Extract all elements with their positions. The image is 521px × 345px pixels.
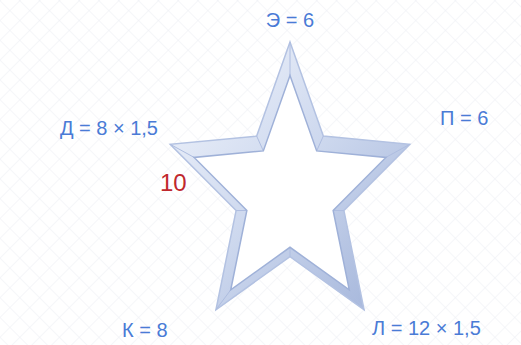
star-bevel [170, 42, 410, 310]
bevel-edge [170, 144, 194, 157]
bevel-edge [349, 290, 364, 310]
formula-label: Л = 12 × 1,5 [372, 316, 481, 340]
bevel-edge [317, 136, 324, 151]
bevel-edge [290, 247, 291, 256]
bevel-edge [216, 290, 231, 310]
formula-label: Д = 8 × 1,5 [60, 116, 158, 140]
bevel-edge [333, 210, 344, 211]
formula-label: К = 8 [122, 318, 168, 342]
formula-label: П = 6 [440, 106, 488, 130]
bevel-edge [386, 144, 410, 157]
star-shape: 10 [160, 38, 420, 314]
star-outline [160, 38, 420, 314]
center-number: 10 [160, 169, 187, 197]
bevel-edge [236, 210, 247, 211]
star-face [194, 76, 386, 290]
bevel-edge [290, 42, 291, 76]
bevel-edge [257, 136, 264, 151]
formula-label: Э = 6 [266, 8, 314, 32]
